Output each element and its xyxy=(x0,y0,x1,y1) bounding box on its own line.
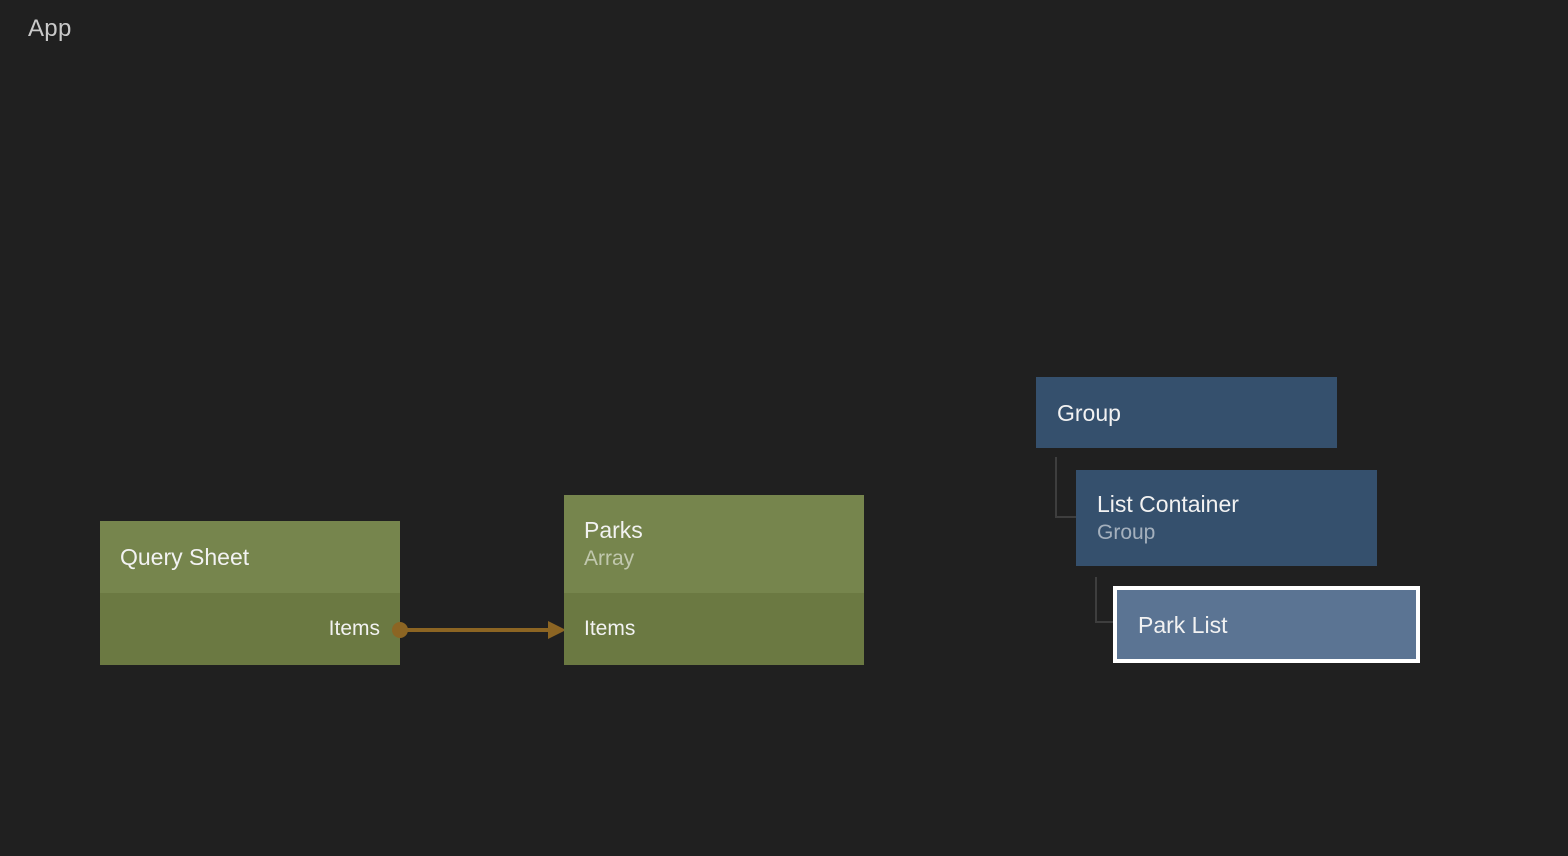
node-title: Query Sheet xyxy=(120,544,250,570)
connection-line[interactable] xyxy=(400,628,550,632)
node-parks-header[interactable]: Parks Array xyxy=(564,495,864,593)
node-query-sheet-ports: Items xyxy=(100,593,400,665)
tree-connector-vertical xyxy=(1095,577,1097,623)
node-title: Park List xyxy=(1138,611,1228,638)
node-group[interactable]: Group xyxy=(1036,377,1337,448)
node-list-container[interactable]: List Container Group xyxy=(1076,470,1377,566)
node-subtitle: Array xyxy=(584,547,635,570)
tree-connector-vertical xyxy=(1055,457,1057,518)
connection-arrowhead-icon xyxy=(548,621,566,639)
app-root-label: App xyxy=(28,15,72,42)
node-title: Group xyxy=(1057,399,1121,426)
input-port-label-items[interactable]: Items xyxy=(584,617,636,640)
node-parks-ports: Items xyxy=(564,593,864,665)
node-title: Parks xyxy=(584,517,643,543)
node-subtitle: Group xyxy=(1097,521,1156,544)
node-title: List Container xyxy=(1097,491,1239,517)
node-parks[interactable]: Parks Array Items xyxy=(564,495,864,665)
tree-connector-horizontal xyxy=(1055,516,1076,518)
node-query-sheet[interactable]: Query Sheet Items xyxy=(100,521,400,665)
output-port-label-items[interactable]: Items xyxy=(328,617,380,640)
node-query-sheet-header[interactable]: Query Sheet xyxy=(100,521,400,593)
node-park-list-selected[interactable]: Park List xyxy=(1113,586,1420,663)
tree-connector-horizontal xyxy=(1095,621,1113,623)
